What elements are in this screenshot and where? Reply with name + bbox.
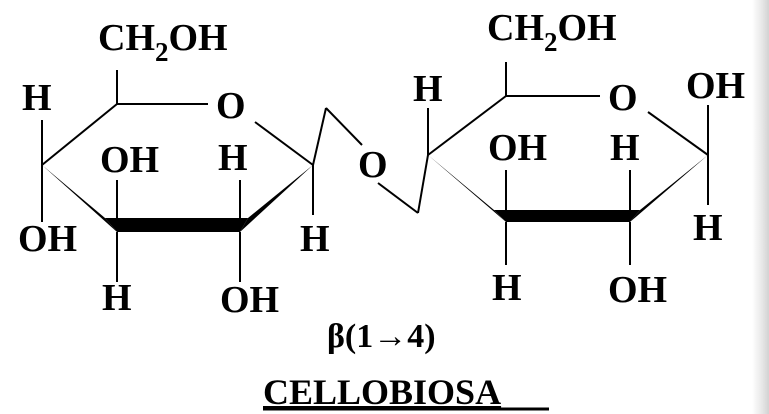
ring2-wedge-left — [428, 155, 506, 222]
ring1-wedge-right — [240, 165, 313, 232]
bridge-bond-to-o — [325, 107, 363, 146]
ring2-bond-c5-c4 — [427, 95, 507, 156]
bridge-bond-c1-up — [312, 107, 327, 166]
bridge-bond-o-down — [377, 182, 419, 214]
ring1-h-anomeric: H — [300, 218, 330, 260]
ring2-front-bond — [494, 210, 640, 222]
ring1-bond-c5-c4 — [41, 103, 118, 166]
ring1-ch2oh-label: CH2OH — [98, 17, 228, 67]
ring-2: CH2OH O H OH H OH H H OH — [413, 7, 745, 311]
ring2-oh-inner: OH — [488, 127, 547, 169]
ring1-oh-inner: OH — [100, 139, 159, 181]
diagram-title: CELLOBIOSA — [263, 372, 501, 412]
ring1-ring-oxygen: O — [216, 85, 246, 127]
ring1-wedge-left — [42, 165, 117, 232]
ring1-oh-bottom: OH — [220, 279, 279, 321]
bridge-bond-to-c4 — [417, 154, 429, 214]
ring1-front-bond — [105, 218, 248, 232]
ring1-h-upper-left: H — [22, 77, 52, 119]
ring2-bond-o-c1 — [647, 111, 709, 156]
ring1-h-inner: H — [218, 137, 248, 179]
ring1-oh-left: OH — [18, 218, 77, 260]
ring2-h-bottom: H — [492, 267, 522, 309]
bridge-oxygen: O — [358, 144, 388, 186]
ring2-h-upper-left: H — [413, 68, 443, 110]
ring2-ch2oh-label: CH2OH — [487, 7, 617, 57]
ring2-oh-right: OH — [686, 65, 745, 107]
ring-1: CH2OH O H OH OH H H OH H — [18, 17, 330, 321]
ring2-ring-oxygen: O — [608, 77, 638, 119]
ring2-h-inner: H — [610, 127, 640, 169]
linkage-label: β(1→4) — [327, 318, 436, 355]
ring2-wedge-right — [630, 155, 708, 222]
glycosidic-bridge: O — [312, 107, 429, 214]
ring2-h-right: H — [693, 207, 723, 249]
ring1-bond-o-c1 — [254, 121, 314, 166]
ring2-oh-bottom: OH — [608, 269, 667, 311]
right-edge-shadow — [752, 0, 769, 414]
ring1-h-bottom: H — [102, 277, 132, 319]
